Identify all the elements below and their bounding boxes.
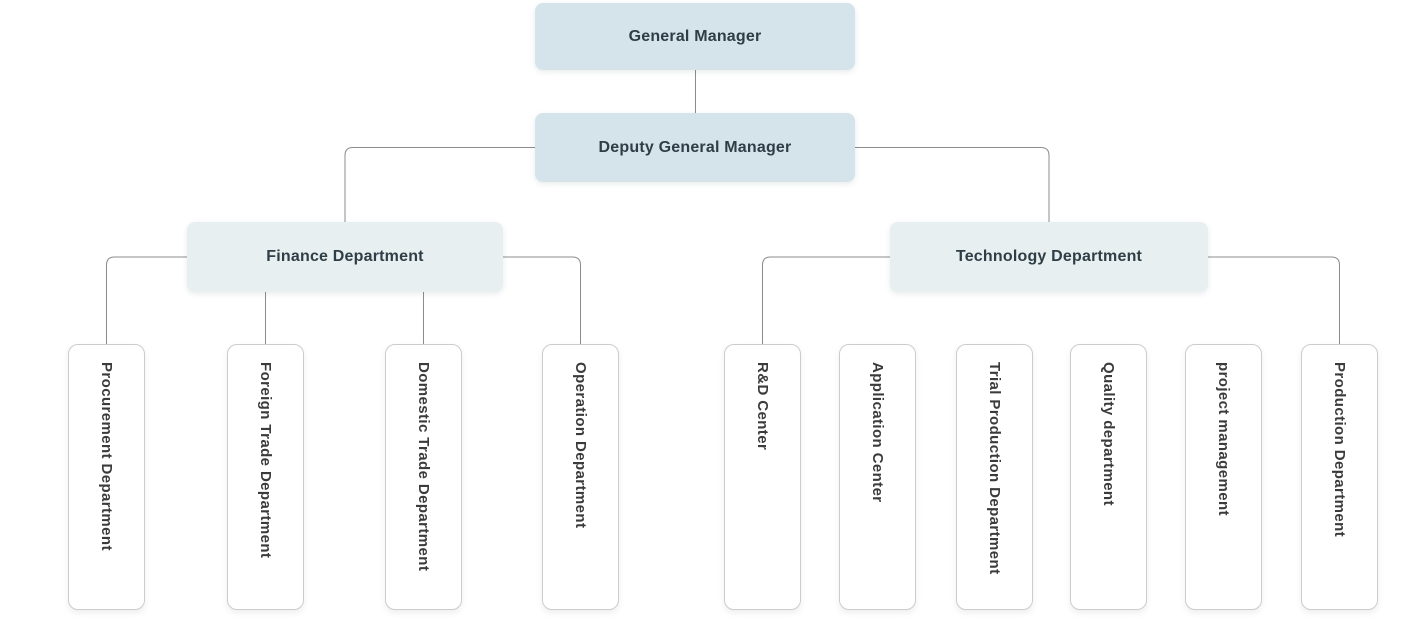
node-deputy-general-manager[interactable]: Deputy General Manager — [535, 113, 855, 182]
node-finance-department[interactable]: Finance Department — [187, 222, 503, 292]
node-production-department-label: Production Department — [1331, 362, 1348, 538]
node-technology-department-label: Technology Department — [955, 248, 1143, 265]
connector-deputy-finance — [344, 147, 535, 222]
connector-finance-procurement — [106, 256, 187, 344]
node-application-center-label: Application Center — [869, 362, 886, 503]
node-operation-department[interactable]: Operation Department — [542, 344, 619, 610]
connector-deputy-technology — [855, 147, 1050, 222]
node-deputy-general-manager-label: Deputy General Manager — [598, 138, 792, 156]
node-procurement-department-label: Procurement Department — [98, 362, 115, 551]
connector-technology-production — [1208, 256, 1340, 344]
node-domestic-trade-department-label: Domestic Trade Department — [415, 362, 432, 572]
node-quality-department[interactable]: Quality department — [1070, 344, 1147, 610]
node-project-management-label: project management — [1215, 362, 1232, 516]
node-rd-center[interactable]: R&D Center — [724, 344, 801, 610]
node-trial-production-department[interactable]: Trial Production Department — [956, 344, 1033, 610]
node-procurement-department[interactable]: Procurement Department — [68, 344, 145, 610]
node-trial-production-department-label: Trial Production Department — [986, 362, 1003, 575]
node-operation-department-label: Operation Department — [572, 362, 589, 529]
node-project-management[interactable]: project management — [1185, 344, 1262, 610]
node-application-center[interactable]: Application Center — [839, 344, 916, 610]
node-finance-department-label: Finance Department — [266, 248, 424, 265]
node-quality-department-label: Quality department — [1100, 362, 1117, 506]
connector-finance-operation — [503, 256, 581, 344]
connector-technology-rd-center — [762, 256, 890, 344]
node-rd-center-label: R&D Center — [754, 362, 771, 451]
node-general-manager[interactable]: General Manager — [535, 3, 855, 70]
node-technology-department[interactable]: Technology Department — [890, 222, 1208, 292]
node-domestic-trade-department[interactable]: Domestic Trade Department — [385, 344, 462, 610]
node-foreign-trade-department-label: Foreign Trade Department — [257, 362, 274, 559]
node-production-department[interactable]: Production Department — [1301, 344, 1378, 610]
node-general-manager-label: General Manager — [628, 27, 762, 45]
node-foreign-trade-department[interactable]: Foreign Trade Department — [227, 344, 304, 610]
